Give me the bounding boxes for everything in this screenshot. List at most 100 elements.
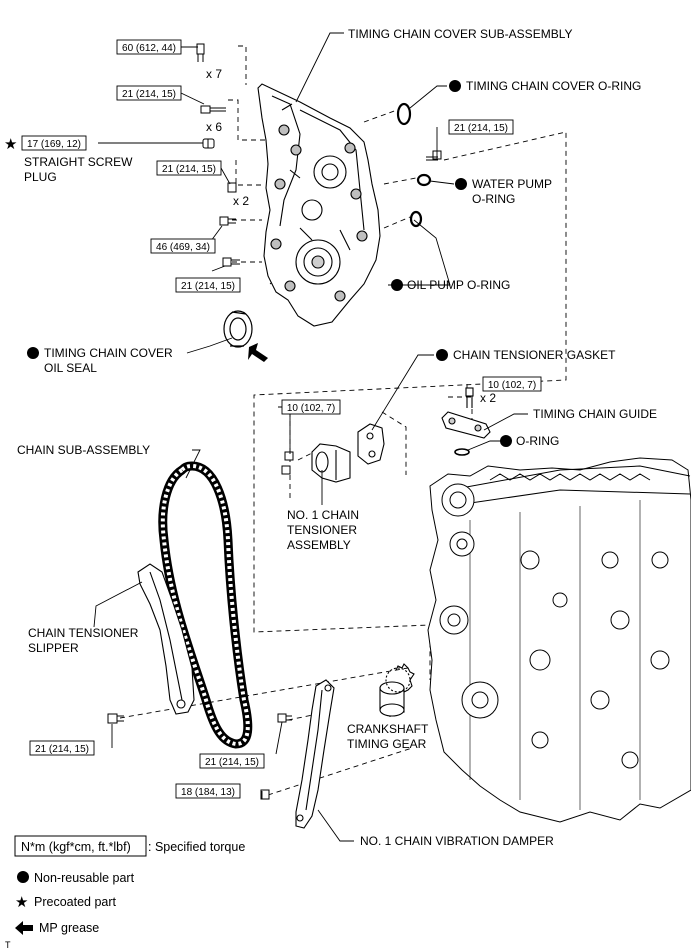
no1-chain-tensioner-shape (311, 443, 351, 483)
legend: N*m (kgf*cm, ft.*lbf) : Specified torque… (5, 835, 245, 950)
legend-non-reusable-icon (17, 871, 29, 883)
water-pump-o-ring-shape (416, 173, 432, 187)
torque-boxes (21, 39, 542, 799)
legend-unit-box-text: N*m (kgf*cm, ft.*lbf) (21, 840, 131, 854)
torque-text-60: 60 (612, 44) (122, 43, 176, 54)
torque-box-18 (175, 783, 241, 799)
label-crank-gear-1: CRANKSHAFT (347, 722, 429, 736)
non-reusable-icon (449, 80, 461, 92)
cover-o-ring-shape (396, 102, 412, 126)
non-reusable-icon (500, 435, 512, 447)
small-o-ring-shape (454, 448, 470, 456)
qty-x7: x 7 (206, 67, 222, 81)
label-chain-sub-assembly: CHAIN SUB-ASSEMBLY (17, 443, 150, 457)
torque-box-17 (21, 135, 87, 151)
engine-block (427, 457, 691, 823)
torque-box-10-b (482, 376, 542, 392)
label-vibration-damper: NO. 1 CHAIN VIBRATION DAMPER (360, 834, 554, 848)
torque-box-21-d (175, 277, 241, 293)
legend-unit-box (14, 835, 147, 857)
non-reusable-icon (27, 347, 39, 359)
label-crank-gear-2: TIMING GEAR (347, 737, 427, 751)
torque-box-21-e (29, 740, 95, 756)
chain-tensioner-gasket-shape (357, 423, 385, 465)
no1-chain-vibration-damper-shape (295, 679, 335, 829)
leader-lines (93, 32, 528, 842)
torque-text-21-f: 21 (214, 15) (205, 757, 259, 768)
label-timing-chain-guide: TIMING CHAIN GUIDE (533, 407, 657, 421)
torque-text-21-b: 21 (214, 15) (162, 164, 216, 175)
precoated-star-icon: ★ (4, 136, 17, 153)
label-oil-pump-o-ring: OIL PUMP O-RING (407, 278, 510, 292)
torque-values: 60 (612, 44) 21 (214, 15) 17 (169, 12) 2… (27, 43, 536, 798)
bolt-46 (219, 216, 236, 226)
torque-text-21-d: 21 (214, 15) (181, 281, 235, 292)
label-chain-tensioner-gasket: CHAIN TENSIONER GASKET (453, 348, 616, 362)
legend-non-reusable-text: Non-reusable part (34, 871, 135, 885)
label-straight-screw-plug-2: PLUG (24, 170, 57, 184)
qty-x2-guide: x 2 (480, 391, 496, 405)
label-water-pump-o-ring-2: O-RING (472, 192, 515, 206)
straight-screw-plug-shape (202, 138, 215, 149)
tensioner-bolts (281, 451, 294, 475)
label-o-ring: O-RING (516, 434, 559, 448)
bolt-21-c (426, 150, 442, 161)
torque-text-18: 18 (184, 13) (181, 787, 235, 798)
bolt-21-b (227, 182, 237, 193)
crankshaft-timing-gear-shape (379, 663, 415, 717)
torque-text-46: 46 (469, 34) (156, 242, 210, 253)
label-straight-screw-plug-1: STRAIGHT SCREW (24, 155, 133, 169)
bolt-21-d (222, 257, 240, 267)
label-water-pump-o-ring-1: WATER PUMP (472, 177, 552, 191)
legend-mp-grease-arrow-icon (15, 921, 33, 935)
torque-text-21-a: 21 (214, 15) (122, 89, 176, 100)
qty-x6: x 6 (206, 120, 222, 134)
label-cover-o-ring: TIMING CHAIN COVER O-RING (466, 79, 641, 93)
oil-pump-o-ring-shape (409, 210, 423, 228)
part-labels: TIMING CHAIN COVER SUB-ASSEMBLY TIMING C… (17, 27, 657, 848)
non-reusable-icon (391, 279, 403, 291)
torque-box-21-b (156, 160, 222, 176)
non-reusable-markers (27, 80, 512, 447)
label-oil-seal-2: OIL SEAL (44, 361, 97, 375)
label-tensioner-assembly-3: ASSEMBLY (287, 538, 351, 552)
timing-chain-guide-shape (441, 387, 491, 439)
quantity-marks: x 7 x 6 x 2 x 2 (206, 67, 496, 405)
torque-text-10-a: 10 (102, 7) (287, 403, 335, 414)
torque-text-10-b: 10 (102, 7) (488, 380, 536, 391)
slipper-bolt (107, 713, 124, 724)
mp-grease-arrow-icon (248, 343, 268, 362)
o-rings (396, 102, 432, 228)
corner-mark: T (5, 940, 11, 950)
chain-tensioner-slipper-shape (137, 563, 195, 715)
bolt-21-a (200, 105, 226, 114)
torque-text-21-c: 21 (214, 15) (454, 123, 508, 134)
legend-unit-text: : Specified torque (148, 840, 245, 854)
label-oil-seal-1: TIMING CHAIN COVER (44, 346, 173, 360)
legend-precoated-text: Precoated part (34, 895, 117, 909)
non-reusable-icon (455, 178, 467, 190)
legend-mp-grease-text: MP grease (39, 921, 99, 935)
damper-bolts (260, 713, 292, 800)
oil-seal-shape (223, 310, 253, 348)
torque-box-21-a (116, 85, 182, 101)
torque-text-21-e: 21 (214, 15) (35, 744, 89, 755)
torque-box-21-c (448, 119, 514, 135)
label-tensioner-assembly-1: NO. 1 CHAIN (287, 508, 359, 522)
cover-bolts (196, 43, 442, 267)
torque-box-60 (116, 39, 182, 55)
torque-text-17: 17 (169, 12) (27, 139, 81, 150)
chain-sub-assembly-shape (158, 461, 253, 749)
label-tensioner-slipper-2: SLIPPER (28, 641, 79, 655)
label-tensioner-assembly-2: TENSIONER (287, 523, 357, 537)
torque-box-10-a (281, 399, 341, 415)
bolt-60 (196, 43, 205, 62)
label-tensioner-slipper-1: CHAIN TENSIONER (28, 626, 139, 640)
qty-x2-cover: x 2 (233, 194, 249, 208)
torque-box-46 (150, 238, 216, 254)
label-timing-chain-cover: TIMING CHAIN COVER SUB-ASSEMBLY (348, 27, 572, 41)
timing-chain-cover-sub-assembly (257, 83, 381, 327)
torque-box-21-f (199, 753, 265, 769)
legend-precoated-star-icon: ★ (15, 894, 28, 911)
